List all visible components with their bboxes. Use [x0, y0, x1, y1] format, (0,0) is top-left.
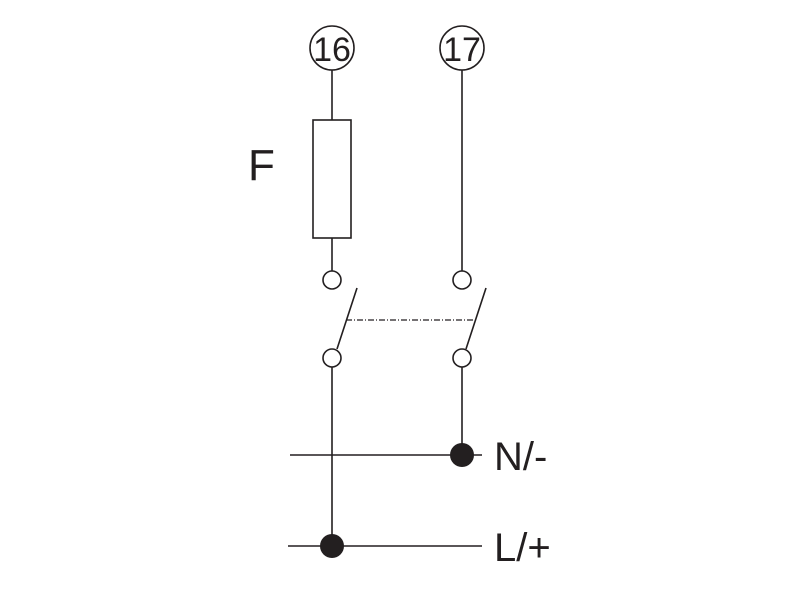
fuse-label: F — [248, 141, 275, 190]
switch-contact — [452, 270, 472, 290]
terminal-16: 16 — [309, 25, 355, 71]
junction-dot — [450, 443, 474, 467]
fuse — [312, 119, 352, 239]
terminal-17: 17 — [439, 25, 485, 71]
switch-contact — [322, 348, 342, 368]
switch-contact — [322, 270, 342, 290]
switch-blade — [465, 287, 487, 350]
line-label: L/+ — [494, 526, 551, 570]
switch-contact — [452, 348, 472, 368]
terminal-17-label: 17 — [443, 31, 481, 69]
neutral-label: N/- — [494, 435, 547, 479]
switch-blade — [336, 287, 358, 350]
terminal-16-label: 16 — [313, 31, 351, 69]
junction-dot — [320, 534, 344, 558]
